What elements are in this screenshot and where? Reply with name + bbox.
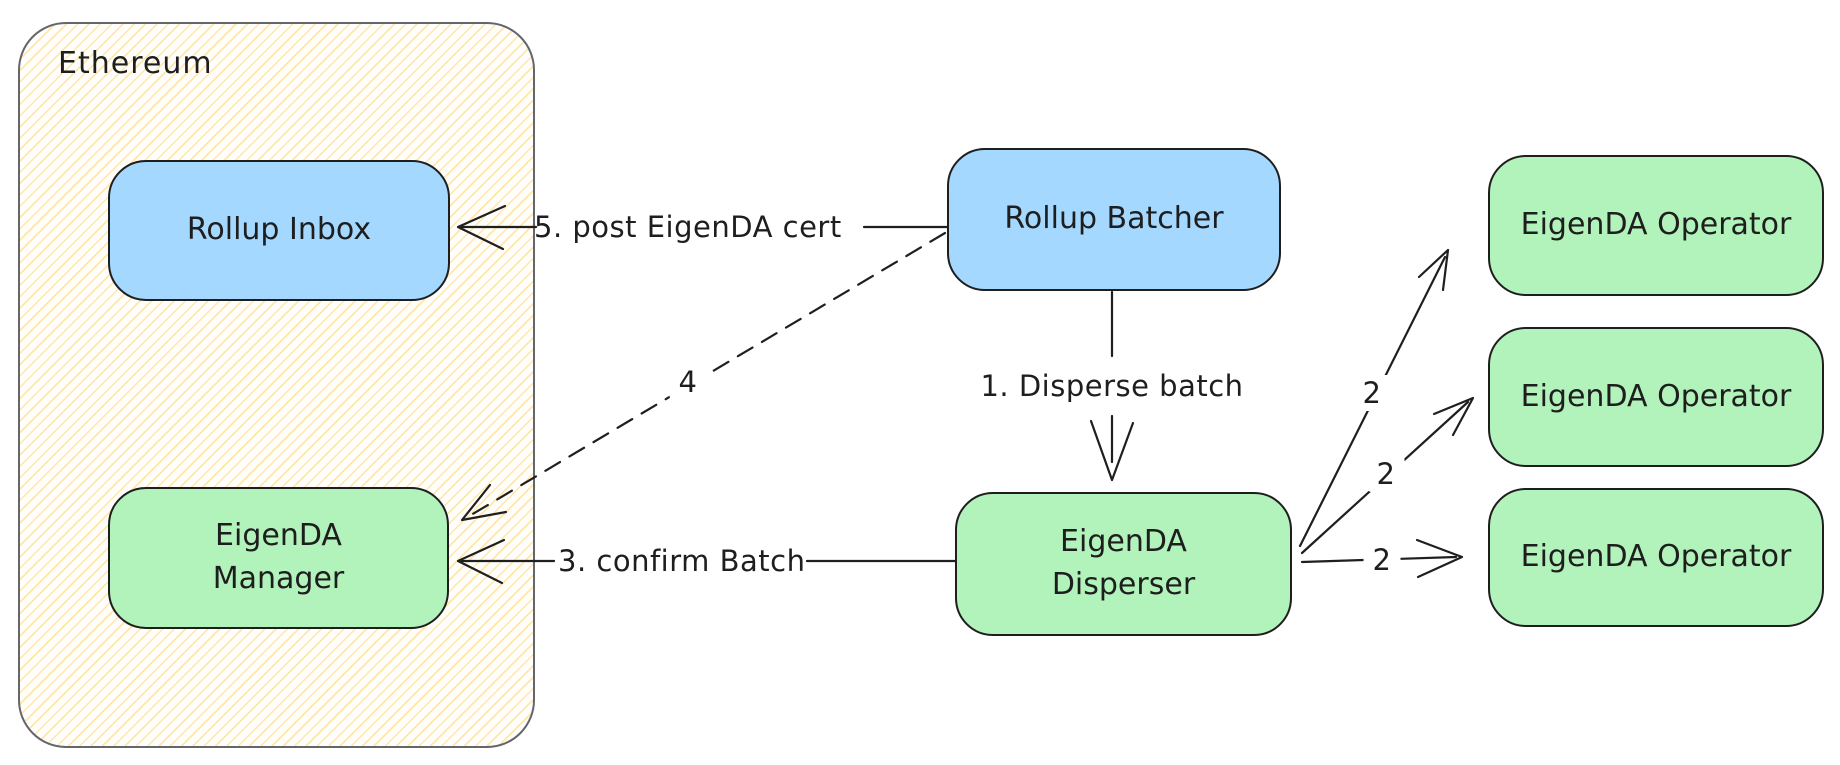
node-eigenda-disperser-label: EigenDA Disperser [1051,524,1196,602]
node-eigenda-operator-2: EigenDA Operator [1488,327,1824,467]
edge-to-operator-1-label: 2 [1353,375,1391,411]
edge-post-cert-label: 5. post EigenDA cert [534,210,842,244]
node-rollup-batcher: Rollup Batcher [947,148,1281,291]
node-eigenda-operator-1: EigenDA Operator [1488,155,1824,296]
edge-cert-dashed-label: 4 [669,364,707,400]
node-eigenda-manager-label: EigenDA Manager [212,518,345,596]
edge-disperse-batch-label: 1. Disperse batch [980,369,1244,403]
node-eigenda-operator-3: EigenDA Operator [1488,488,1824,627]
edge-to-operator-3-label: 2 [1363,542,1401,578]
node-rollup-inbox-label: Rollup Inbox [186,212,372,248]
edge-to-operator-2-label: 2 [1367,456,1405,492]
node-eigenda-operator-1-label: EigenDA Operator [1520,207,1792,243]
ethereum-group: Ethereum [18,22,535,748]
node-eigenda-operator-3-label: EigenDA Operator [1520,539,1792,575]
node-eigenda-manager: EigenDA Manager [108,487,449,629]
node-eigenda-disperser: EigenDA Disperser [955,492,1292,636]
node-rollup-inbox: Rollup Inbox [108,160,450,301]
ethereum-group-label: Ethereum [58,46,213,81]
node-rollup-batcher-label: Rollup Batcher [1004,201,1224,237]
edge-confirm-batch-label: 3. confirm Batch [558,544,806,578]
node-eigenda-operator-2-label: EigenDA Operator [1520,378,1792,414]
